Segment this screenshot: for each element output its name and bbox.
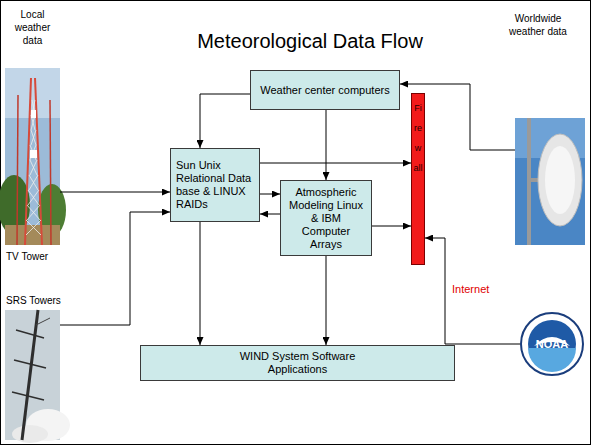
node-text: Weather center computers <box>256 84 394 97</box>
satellite-dish: Worldwide weather data <box>515 118 585 245</box>
node-text: Firewall <box>414 98 423 264</box>
flow-arrow <box>372 226 411 227</box>
process-box: Atmospheric Modeling Linux & IBM Compute… <box>280 180 372 256</box>
srs-tower-photo <box>5 310 70 443</box>
node-text: NOAA <box>536 338 568 350</box>
application-box: WIND System Software Applications <box>140 345 455 381</box>
photo-label: SRS Towers <box>6 294 61 307</box>
tv-tower: Local weather dataTV Tower <box>5 68 60 245</box>
flow-arrow <box>260 214 280 215</box>
flow-arrow <box>60 212 170 325</box>
satellite-dish-photo <box>515 118 585 245</box>
edge-label: Internet <box>450 283 491 295</box>
flow-arrow <box>60 192 170 193</box>
flow-arrow <box>425 238 520 344</box>
node-text: Atmospheric Modeling Linux & IBM Compute… <box>286 186 366 251</box>
heading-label: Local weather data <box>5 8 60 47</box>
noaa-logo: NOAA <box>520 312 584 376</box>
tv-tower-photo <box>0 68 66 245</box>
database-box: Sun Unix Relational Data base & LINUX RA… <box>170 148 260 222</box>
process-box: Weather center computers <box>250 70 400 110</box>
flow-arrow <box>200 94 250 148</box>
srs-towers: SRS Towers <box>5 310 60 440</box>
heading-label: Worldwide weather data <box>503 12 573 38</box>
photo-label: TV Tower <box>6 250 48 263</box>
flow-arrow <box>200 222 201 345</box>
flow-arrow <box>260 163 411 164</box>
firewall-bar: Firewall <box>411 93 425 265</box>
flow-arrow <box>326 256 327 345</box>
diagram-title: Meteorological Data Flow <box>150 30 470 53</box>
flow-arrow <box>260 194 280 195</box>
noaa-logo <box>521 313 583 375</box>
node-text: Sun Unix Relational Data base & LINUX RA… <box>176 159 254 211</box>
node-text: WIND System Software Applications <box>223 350 373 376</box>
flow-arrow <box>326 110 327 180</box>
